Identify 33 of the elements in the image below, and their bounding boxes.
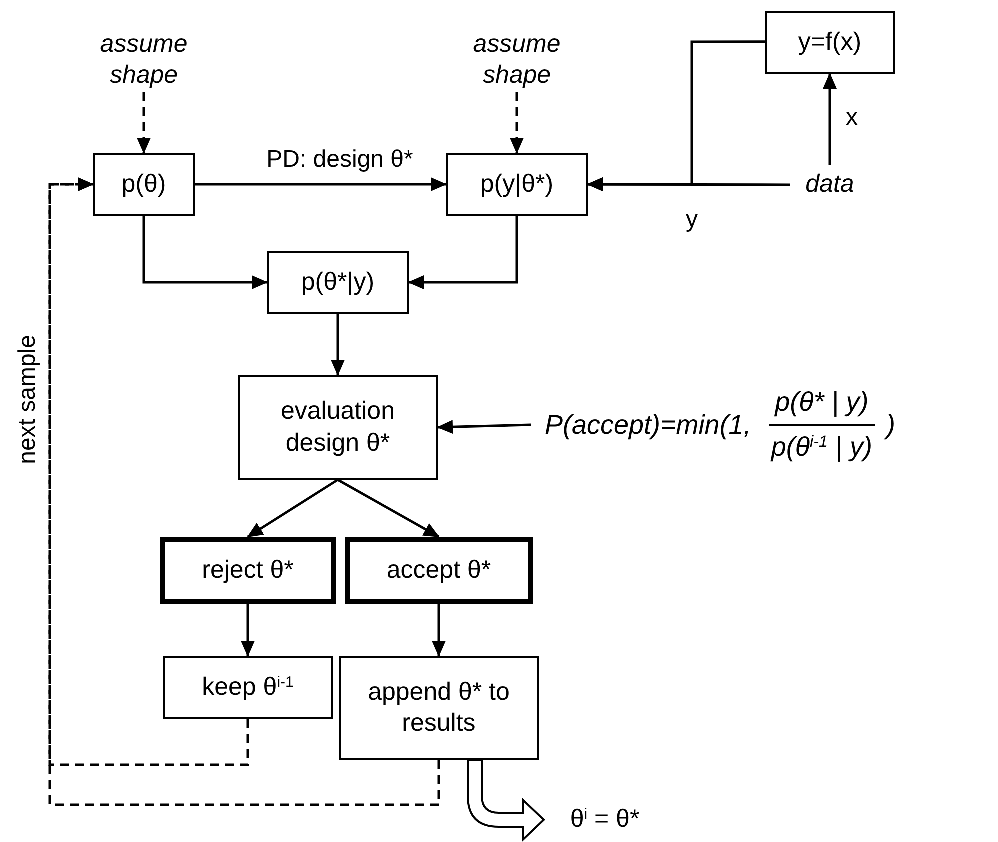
process-box: evaluation design θ* (238, 375, 438, 480)
process-box: y=f(x) (765, 11, 895, 74)
dashed-arrow (48, 178, 440, 806)
fraction-denominator: p(θ$^{i-1}$ | y) (770, 431, 874, 463)
formula-text: ) (886, 410, 896, 440)
process-box: p(θ) (93, 153, 195, 216)
annotation-text: assume shape (99, 28, 189, 92)
arrow (432, 604, 446, 657)
process-box: p(θ*|y) (267, 251, 409, 314)
result-text: θ$^{i}$ = θ* (545, 803, 665, 837)
arrow (247, 478, 339, 538)
arrow (331, 314, 345, 376)
process-box: append θ* to results (339, 656, 539, 760)
outcome-box: accept θ* (345, 537, 533, 604)
outcome-box: reject θ* (160, 537, 336, 604)
annotation-text: assume shape (472, 28, 562, 92)
arrow (337, 478, 440, 538)
hollow-arrow (467, 759, 545, 841)
arrow (195, 178, 447, 192)
dashed-arrow (510, 92, 524, 154)
dashed-arrow (137, 92, 151, 154)
fraction-numerator: p(θ* | y) (769, 387, 875, 426)
arrow (823, 73, 837, 165)
arrow (142, 216, 268, 290)
arrow (587, 178, 790, 192)
process-box: keep θ$^{i-1}$ (163, 656, 333, 719)
side-label: next sample (14, 335, 42, 464)
arrow (437, 420, 532, 434)
process-box: p(y|θ*) (446, 153, 588, 216)
formula-text: P(accept)=min(1, (545, 410, 752, 440)
arrow (241, 604, 255, 657)
annotation-text: data (790, 165, 870, 205)
arrow (408, 216, 518, 290)
